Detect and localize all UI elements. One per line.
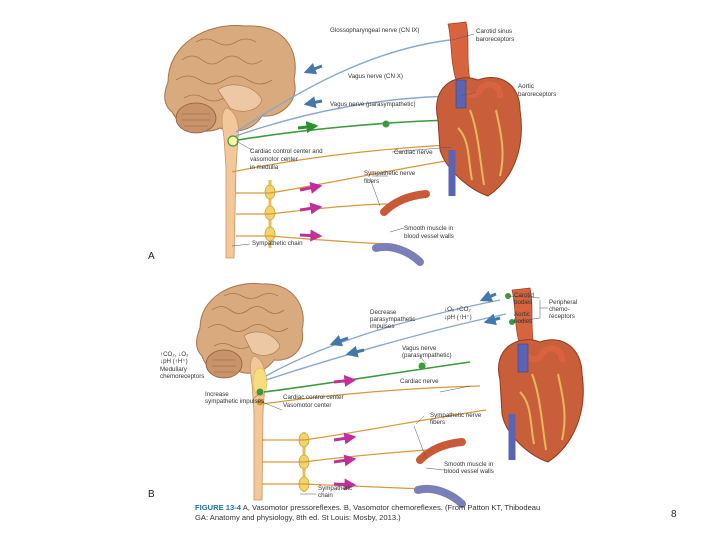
sympathetic-fiber-a2: [236, 203, 391, 215]
label-peripheral-chemo-1: Peripheral: [549, 299, 577, 306]
brain-a: [164, 25, 296, 134]
artery-segment-b: [416, 438, 466, 464]
figure-number: FIGURE 13-4: [195, 503, 241, 512]
label-peripheral-chemo-3: receptors: [549, 313, 575, 320]
arrow-magenta-a3: [299, 229, 323, 242]
label-decrease-para-2: parasympathetic: [370, 316, 415, 323]
label-medullary-stimuli-1: ↑CO₂, ↓O₂: [160, 351, 189, 358]
sympathetic-fiber-b1: [262, 409, 487, 441]
arrow-blue-b4: [345, 345, 365, 358]
label-smooth-muscle-a-1: Smooth muscle in: [404, 225, 454, 232]
cardiac-center-b: [256, 388, 264, 396]
arrow-blue-b3: [483, 313, 501, 326]
label-carotid-sinus-1: Carotid sinus: [476, 28, 512, 35]
label-aortic-baro-2: baroreceptors: [518, 91, 556, 98]
vagus-efferent-nerve-a: [237, 119, 451, 141]
label-sympathetic-chain-b-1: Sympathetic: [318, 485, 352, 492]
vein-segment-b: [414, 485, 466, 508]
vagus-ganglion-a: [382, 120, 390, 128]
arrow-magenta-a2: [299, 202, 323, 215]
label-symp-fibers-b-2: fibers: [430, 419, 445, 426]
label-aortic-bodies-2: bodies: [514, 318, 532, 325]
sympathetic-fiber-b3: [262, 483, 425, 490]
leader-lines-b: [253, 295, 548, 495]
panel-b-letter: B: [148, 489, 155, 500]
arrow-magenta-b3: [333, 454, 357, 467]
vein-segment-a: [372, 243, 424, 266]
label-increase-symp-1: Increase: [205, 391, 229, 398]
label-smooth-muscle-a-2: blood vessel walls: [404, 233, 454, 240]
arrow-magenta-b4: [333, 478, 357, 491]
arrow-blue-b1: [329, 335, 349, 347]
heart-a: [436, 21, 522, 197]
vagus-ganglion-b: [418, 362, 426, 370]
label-glossopharyngeal: Glossopharyngeal nerve (CN IX): [330, 27, 419, 34]
label-smooth-muscle-b-1: Smooth muscle in: [444, 461, 494, 468]
label-carotid-sinus-2: baroreceptors: [476, 36, 514, 43]
arrow-magenta-a1: [299, 181, 323, 194]
medullary-chemoreceptor-zone: [252, 367, 268, 397]
panel-a-letter: A: [148, 251, 155, 262]
label-o2-co2-1: ↓O₂ ↑CO₂: [444, 306, 471, 313]
caption-text: A, Vasomotor pressoreflexes. B, Vasomoto…: [195, 503, 541, 522]
label-sympathetic-chain-b-2: chain: [318, 492, 333, 499]
label-vagus-cn-x: Vagus nerve (CN X): [348, 73, 403, 80]
label-medullary-stimuli-2: ↓pH (↑H⁺): [160, 358, 188, 365]
label-medullary-chemo-2: chemoreceptors: [160, 373, 204, 380]
spinal-cord-a: [221, 107, 239, 259]
label-aortic-bodies-1: Aortic: [514, 311, 530, 318]
afferent-nerve-b2: [265, 313, 507, 381]
label-cardiac-nerve-b: Cardiac nerve: [400, 378, 439, 385]
label-vagus-nerve-b-2: (parasympathetic): [402, 352, 452, 359]
panel-a: A: [148, 21, 556, 266]
vagus-afferent-nerve-a: [235, 95, 463, 137]
label-carotid-bodies-1: Carotid: [514, 292, 535, 299]
panel-b: B: [148, 282, 584, 508]
label-cardiac-control-2: vasomotor center: [250, 156, 298, 163]
label-cardiac-control-3: in medulla: [250, 164, 279, 171]
glossopharyngeal-nerve-a: [235, 39, 451, 133]
label-vasomotor-b: Vasomotor center: [283, 402, 331, 409]
label-symp-fibers-a-2: fibers: [364, 178, 379, 185]
sympathetic-fiber-a3: [236, 235, 389, 245]
arrow-magenta-b1: [333, 374, 357, 387]
afferent-nerve-b1: [265, 299, 501, 377]
arrow-green-a: [297, 121, 319, 134]
arrow-blue-a1: [303, 63, 323, 75]
label-peripheral-chemo-2: chemo-: [549, 306, 570, 313]
vasomotor-center-b: [256, 398, 264, 406]
artery-segment-a: [380, 190, 430, 216]
sympathetic-fiber-b2: [262, 449, 427, 463]
label-sympathetic-chain-a: Sympathetic chain: [252, 240, 303, 247]
label-carotid-bodies-2: bodies: [514, 299, 532, 306]
arrow-blue-b2: [479, 290, 497, 302]
label-symp-fibers-b-1: Sympathetic nerve: [430, 412, 482, 419]
label-cardiac-control-1: Cardiac control center and: [250, 148, 323, 155]
brain-b: [196, 282, 304, 379]
label-aortic-baro-1: Aortic: [518, 83, 534, 90]
leader-lines-a: [231, 33, 477, 247]
label-cardiac-nerve-a: Cardiac nerve: [394, 149, 433, 156]
cardiac-nerve-a: [231, 144, 449, 173]
label-decrease-para-1: Decrease: [370, 309, 397, 316]
arrow-magenta-b2: [333, 432, 357, 445]
figure-caption: FIGURE 13-4 A, Vasomotor pressoreflexes.…: [195, 503, 555, 523]
label-decrease-para-3: impulses: [370, 323, 394, 330]
label-medullary-chemo-1: Medullary: [160, 366, 188, 373]
label-symp-fibers-a-1: Sympathetic nerve: [364, 170, 416, 177]
vagus-efferent-nerve-b: [263, 361, 471, 393]
label-o2-co2-2: ↓pH (↑H⁺): [444, 314, 472, 321]
label-cardiac-control-b: Cardiac control center: [283, 394, 344, 401]
medulla-center-a: [227, 135, 239, 147]
sympathetic-fiber-a1: [236, 159, 453, 194]
cardiac-nerve-b: [261, 385, 481, 405]
label-vagus-para: Vagus nerve (parasympathetic): [330, 101, 416, 108]
label-increase-symp-2: sympathetic impulses: [205, 398, 264, 405]
arrow-blue-a2: [303, 96, 323, 109]
label-vagus-nerve-b-1: Vagus nerve: [402, 345, 437, 352]
slide-number: 8: [671, 509, 677, 520]
label-smooth-muscle-b-2: blood vessel walls: [444, 468, 494, 475]
